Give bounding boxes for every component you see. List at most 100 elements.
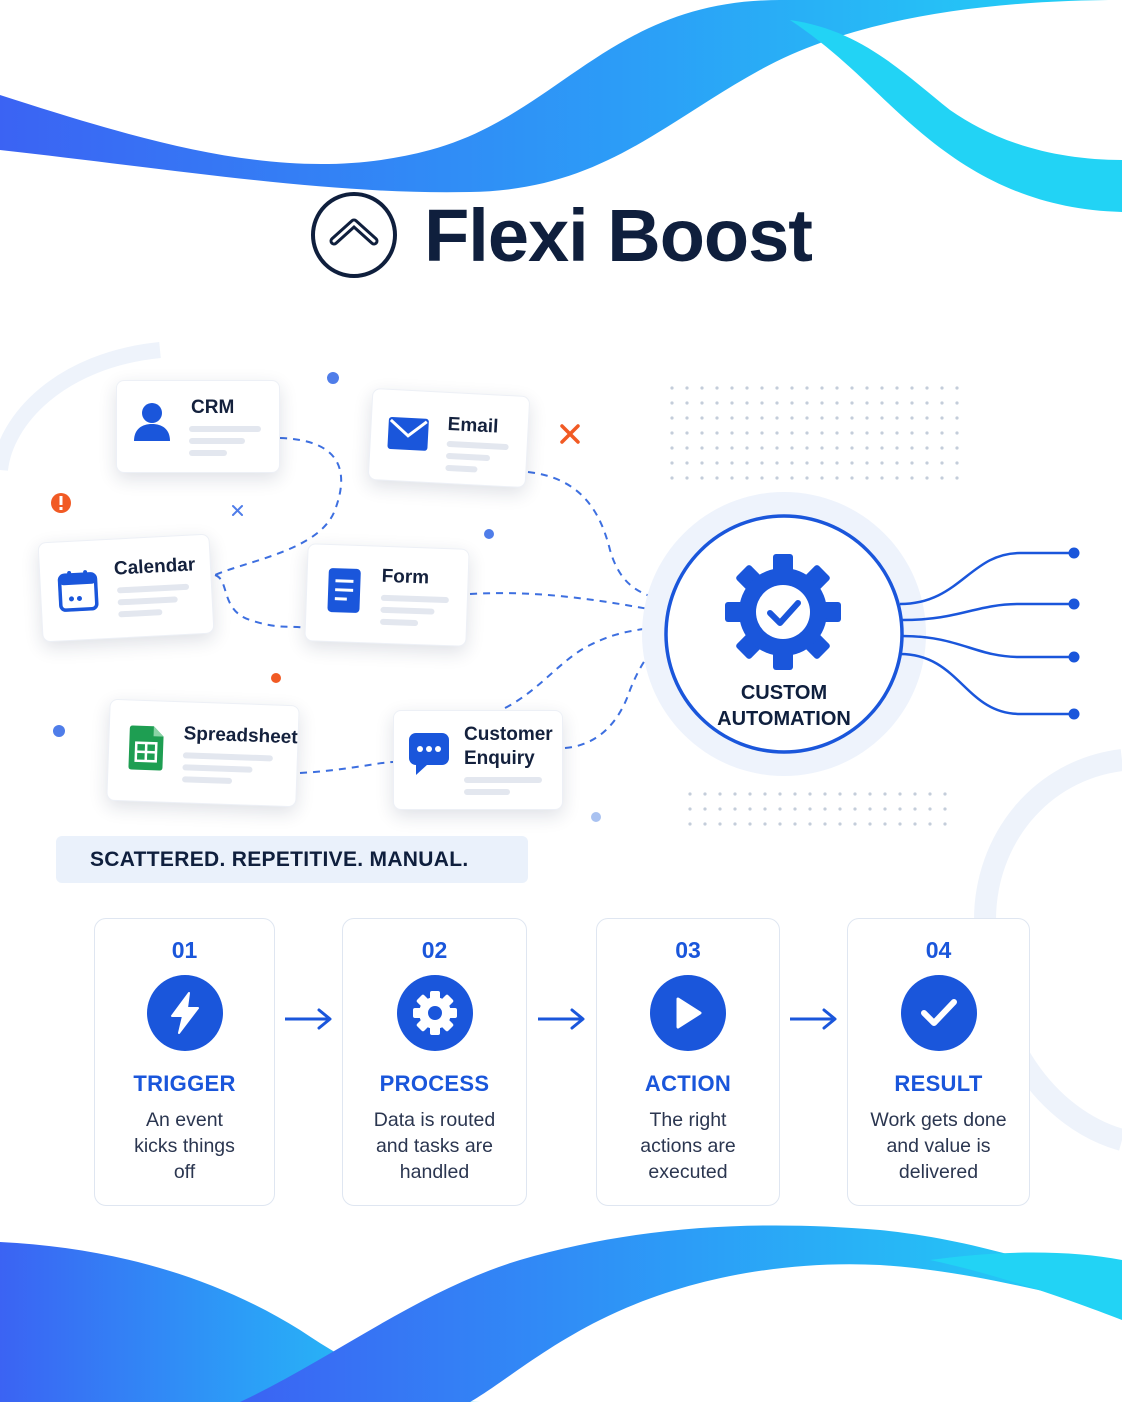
grid-dot [943, 822, 947, 826]
step-description: An event kicks things off [134, 1109, 235, 1183]
step-number: 01 [171, 937, 198, 963]
decor-dot [484, 529, 494, 539]
grid-dot [715, 401, 719, 405]
step-description: The right actions are executed [640, 1109, 736, 1183]
grid-dot [790, 476, 794, 480]
grid-dot [685, 446, 689, 450]
grid-dot [688, 792, 692, 796]
grid-dot [775, 431, 779, 435]
grid-dot [913, 822, 917, 826]
grid-dot [670, 386, 674, 390]
grid-dot [898, 807, 902, 811]
grid-dot [940, 386, 944, 390]
step-title: ACTION [644, 1071, 732, 1096]
grid-dot [910, 476, 914, 480]
grid-dot [763, 822, 767, 826]
grid-dot [805, 476, 809, 480]
grid-dot [883, 807, 887, 811]
placeholder-line [379, 618, 419, 627]
grid-dot [910, 416, 914, 420]
grid-dot [865, 401, 869, 405]
grid-dot [868, 822, 872, 826]
grid-dot [850, 431, 854, 435]
grid-dot [775, 401, 779, 405]
grid-dot [940, 401, 944, 405]
grid-dot [685, 461, 689, 465]
grid-dot [940, 431, 944, 435]
grid-dot [748, 822, 752, 826]
step-number: 04 [925, 937, 952, 963]
grid-dot [778, 822, 782, 826]
grid-dot [925, 416, 929, 420]
grid-dot [685, 401, 689, 405]
grid-dot [928, 822, 932, 826]
grid-dot [820, 401, 824, 405]
grid-dot [790, 416, 794, 420]
arrow-right-icon [538, 1008, 585, 1030]
grid-dot [715, 431, 719, 435]
grid-dot [913, 792, 917, 796]
grid-dot [688, 807, 692, 811]
source-label: Form [381, 565, 430, 589]
grid-dot [730, 446, 734, 450]
calendar-icon [56, 568, 100, 612]
source-label: Email [447, 413, 499, 438]
placeholder-line [118, 609, 163, 618]
grid-dot [880, 446, 884, 450]
step-description: Work gets done and value is delivered [870, 1109, 1007, 1183]
grid-dot [895, 476, 899, 480]
grid-dot [685, 476, 689, 480]
output-node [1068, 651, 1080, 663]
placeholder-line [189, 450, 227, 456]
flow-diagram [51, 372, 1080, 826]
output-node [1068, 598, 1080, 610]
grid-dot [805, 386, 809, 390]
grid-dot [898, 792, 902, 796]
grid-dot [835, 476, 839, 480]
grid-dot [955, 446, 959, 450]
grid-dot [685, 431, 689, 435]
decor-dot [53, 725, 65, 737]
grid-dot [850, 401, 854, 405]
grid-dot [865, 416, 869, 420]
grid-dot [733, 822, 737, 826]
source-label: Spreadsheet [183, 723, 299, 749]
grid-dot [925, 431, 929, 435]
grid-dot [760, 446, 764, 450]
grid-dot [895, 431, 899, 435]
brand-header: Flexi Boost [0, 190, 1122, 280]
grid-dot [700, 476, 704, 480]
grid-dot [925, 476, 929, 480]
grid-dot [820, 416, 824, 420]
placeholder-line [464, 789, 510, 795]
source-card-email: Email [367, 387, 531, 489]
grid-dot [700, 401, 704, 405]
chat-bubble-icon [408, 733, 450, 775]
placeholder-line [182, 752, 273, 762]
gear-icon [396, 975, 473, 1051]
grid-dot [685, 386, 689, 390]
placeholder-line [181, 776, 233, 785]
grid-dot [700, 386, 704, 390]
grid-dot [670, 431, 674, 435]
play-icon [650, 975, 726, 1051]
grid-dot [745, 401, 749, 405]
grid-dot [760, 431, 764, 435]
grid-dot [793, 807, 797, 811]
brand-name: Flexi Boost [424, 193, 813, 277]
placeholder-line [117, 596, 178, 606]
grid-dot [808, 807, 812, 811]
grid-dot [715, 386, 719, 390]
grid-dot [775, 476, 779, 480]
grid-dot [808, 822, 812, 826]
source-card-spreadsheet: Spreadsheet [106, 698, 300, 808]
step-title: PROCESS [379, 1071, 490, 1096]
grid-dot [940, 461, 944, 465]
grid-dot [670, 401, 674, 405]
grid-dot [718, 807, 722, 811]
close-icon [560, 424, 580, 444]
step-title: TRIGGER [133, 1071, 236, 1096]
grid-dot [928, 807, 932, 811]
grid-dot [778, 792, 782, 796]
grid-dot [703, 822, 707, 826]
